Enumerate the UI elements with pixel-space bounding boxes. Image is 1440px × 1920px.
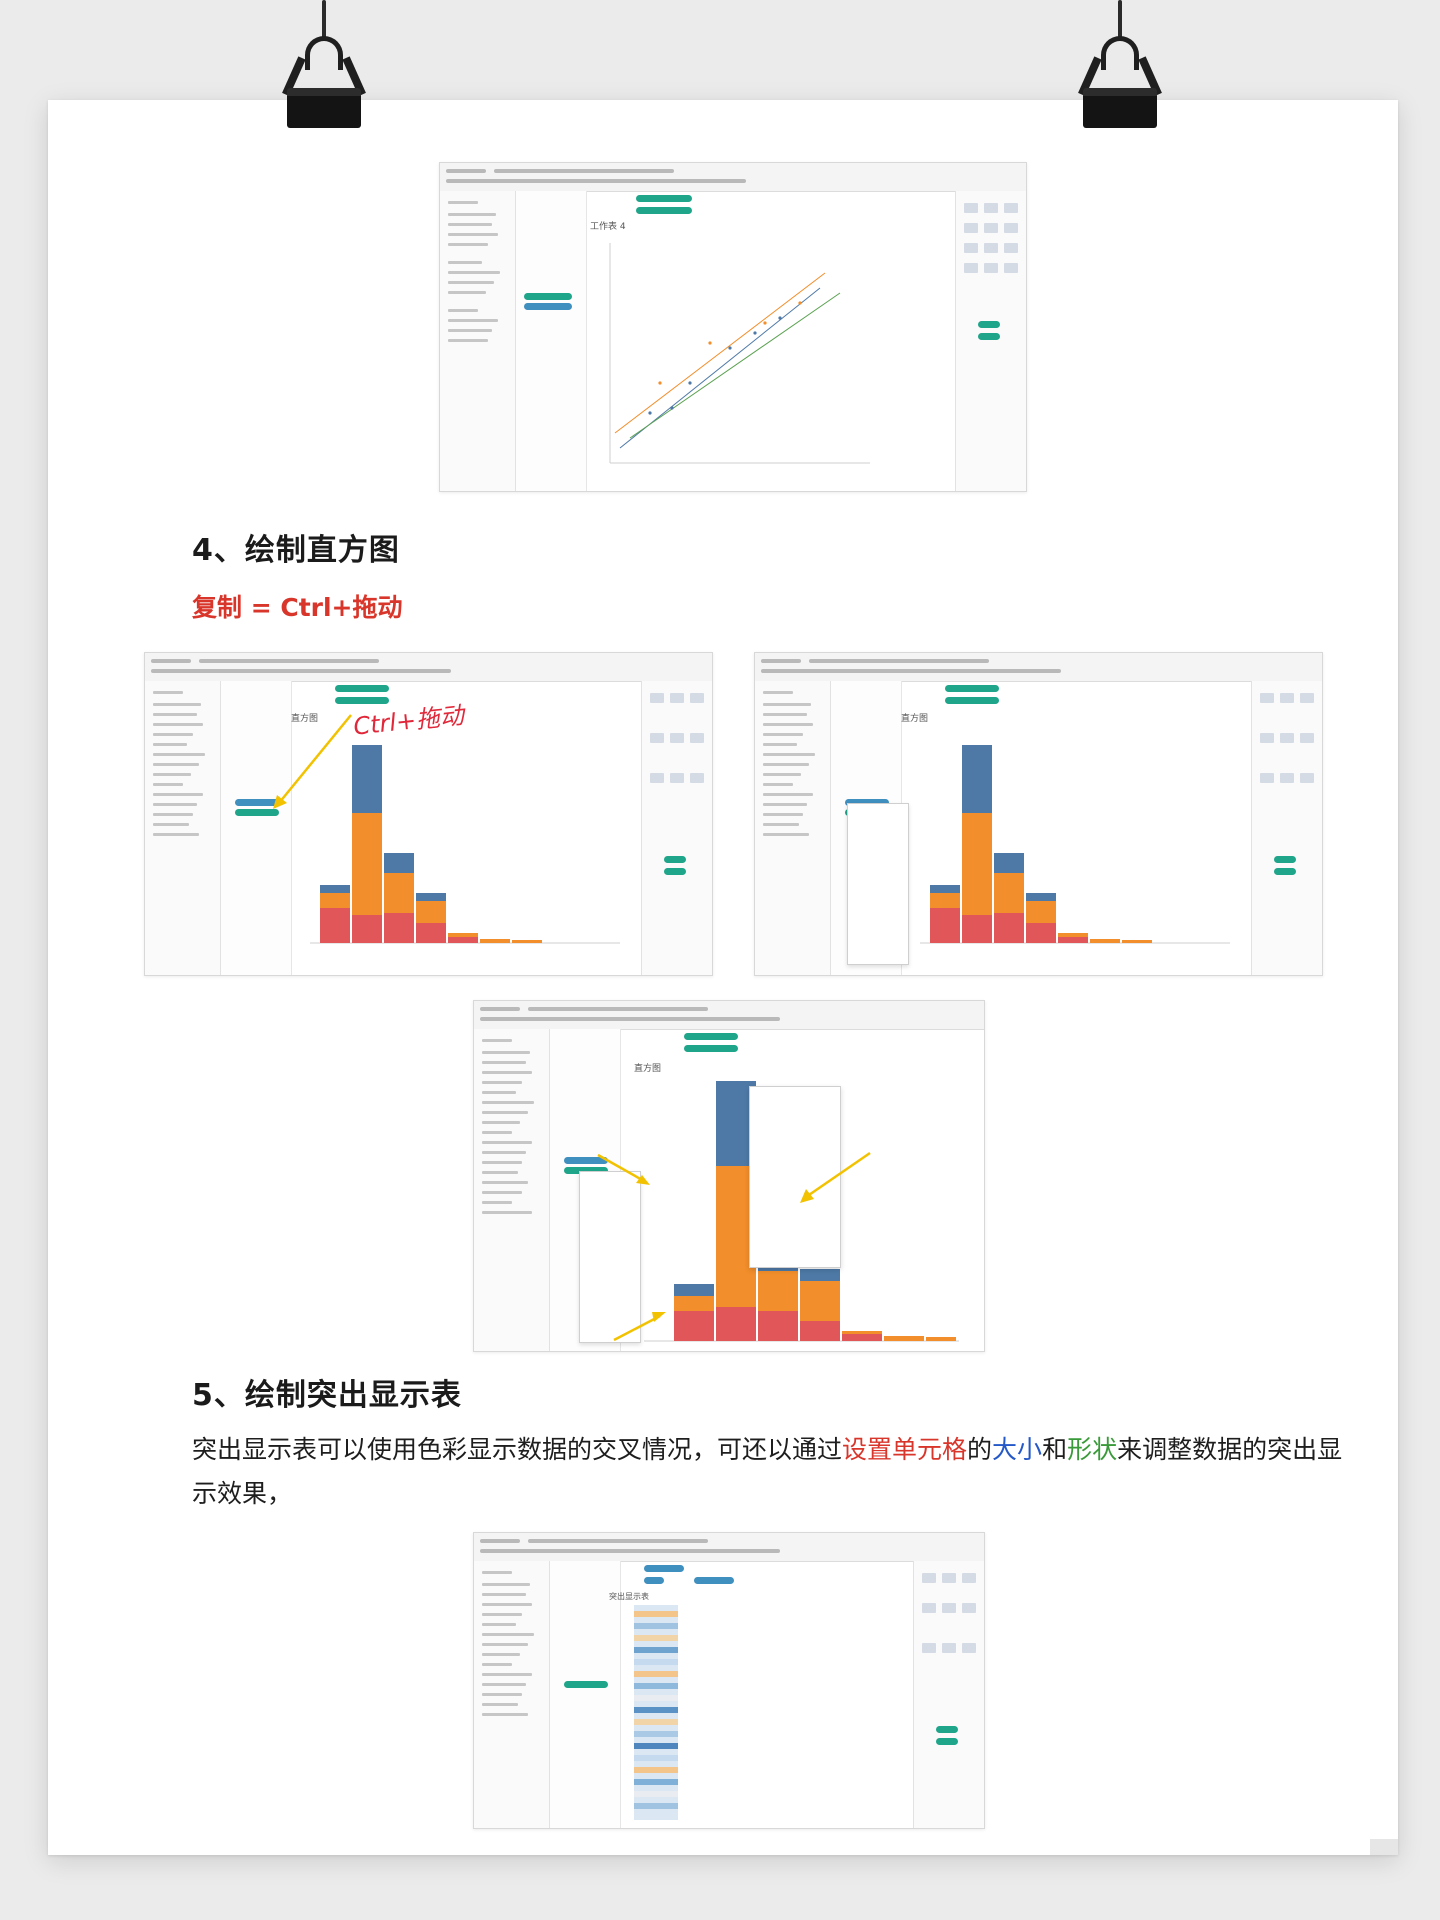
trend-line-green xyxy=(629,292,841,439)
show-me-panel xyxy=(955,191,1026,491)
screenshot-histogram-b: 直方图 xyxy=(754,652,1323,976)
page-fold-corner xyxy=(1370,1839,1398,1855)
binder-clip-icon xyxy=(1078,0,1162,130)
highlight-table-grid xyxy=(634,1605,678,1820)
context-menu xyxy=(847,803,909,965)
toolbar xyxy=(440,163,1026,192)
section-heading-histogram: 4、绘制直方图 xyxy=(192,533,400,568)
arrow-icon xyxy=(613,1312,666,1342)
sheet-title: 突出显示表 xyxy=(609,1592,649,1601)
highlight-table-description: 突出显示表可以使用色彩显示数据的交叉情况，可还以通过设置单元格的大小和形状来调整… xyxy=(192,1428,1362,1516)
binder-clip-icon xyxy=(282,0,366,130)
sheet-title: 直方图 xyxy=(291,714,319,724)
description-text: 来调整数据的突出显示效果， xyxy=(192,1435,1343,1508)
description-highlight-shape: 形状 xyxy=(1067,1435,1118,1464)
histogram-chart xyxy=(644,1081,959,1342)
description-text: 的 xyxy=(967,1435,993,1464)
arrow-icon xyxy=(597,1153,650,1185)
table-calculation-dialog xyxy=(749,1086,841,1268)
description-text: 突出显示表可以使用色彩显示数据的交叉情况，可还以通过 xyxy=(192,1435,843,1464)
description-highlight-size: 大小 xyxy=(992,1435,1043,1464)
histogram-chart xyxy=(920,745,1230,944)
description-highlight-cell: 设置单元格 xyxy=(842,1435,968,1464)
copy-shortcut-note: 复制 = Ctrl+拖动 xyxy=(192,593,403,622)
document-page: 工作表 4 4、绘制直方图 复制 = Ctrl+拖动 xyxy=(48,100,1398,1855)
screenshot-histogram-c: 直方图 xyxy=(473,1000,985,1352)
screenshot-scatter: 工作表 4 xyxy=(439,162,1027,492)
arrow-icon xyxy=(800,1151,871,1203)
description-text: 和 xyxy=(1042,1435,1068,1464)
sheet-title: 工作表 4 xyxy=(590,222,626,232)
marks-card xyxy=(516,191,587,491)
scatter-plot xyxy=(609,243,870,464)
screenshot-highlight-table: 突出显示表 xyxy=(473,1532,985,1829)
arrow-icon xyxy=(273,714,352,809)
histogram-chart xyxy=(310,745,620,944)
context-menu xyxy=(579,1171,641,1343)
section-heading-highlight-table: 5、绘制突出显示表 xyxy=(192,1378,462,1413)
sheet-title: 直方图 xyxy=(634,1064,662,1074)
data-pane xyxy=(440,191,516,491)
sheet-title: 直方图 xyxy=(901,714,929,724)
screenshot-histogram-a: 直方图 Ctrl+拖动 xyxy=(144,652,713,976)
trend-line-orange xyxy=(614,272,826,434)
